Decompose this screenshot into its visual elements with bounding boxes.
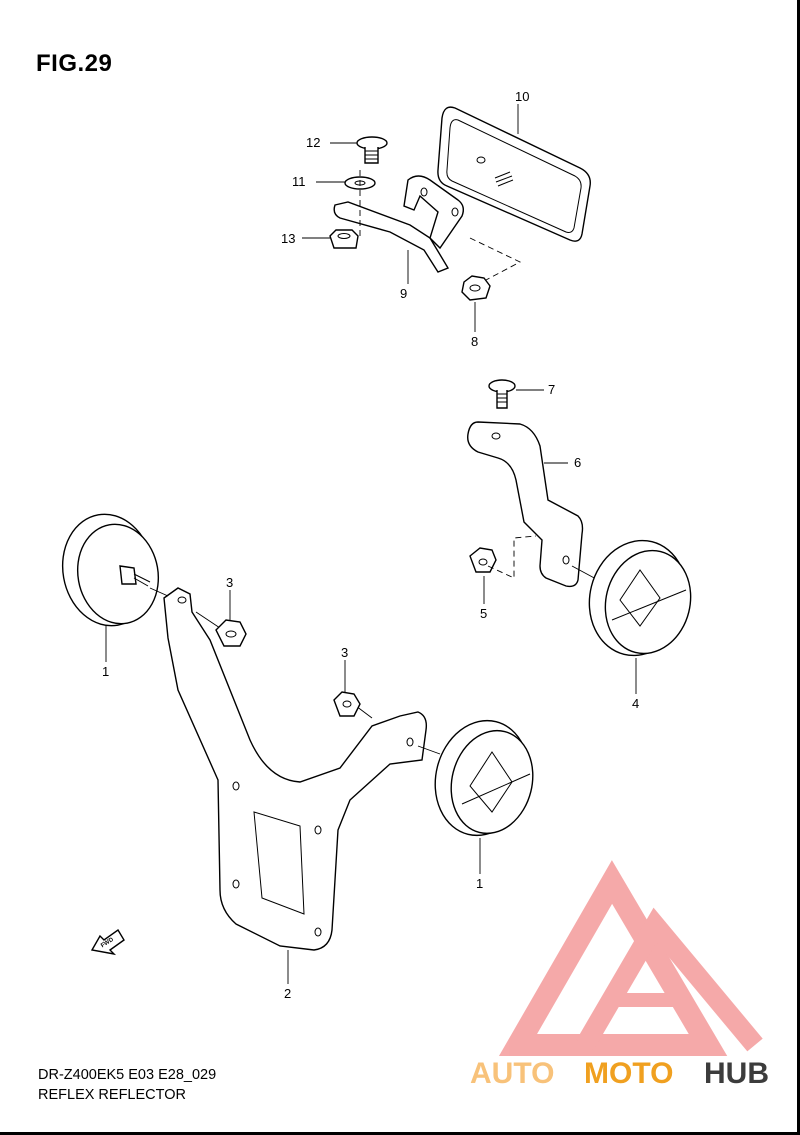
callout-7: 7 — [548, 382, 555, 397]
callout-4: 4 — [632, 696, 639, 711]
part-12-screw — [356, 136, 388, 164]
callout-13: 13 — [281, 231, 295, 246]
callout-6: 6 — [574, 455, 581, 470]
callout-8: 10 — [515, 89, 529, 104]
part-1-left-reflector — [61, 513, 160, 627]
right-reflector-group — [467, 379, 692, 657]
part-7-screw — [488, 379, 516, 409]
callout-1b: 1 — [476, 876, 483, 891]
left-reflector-group — [61, 513, 534, 951]
part-6-bracket — [467, 421, 584, 588]
part-1-right-reflector — [434, 719, 534, 837]
watermark-part1: AUTO — [470, 1057, 554, 1090]
part-9-nut — [461, 275, 491, 301]
watermark-part2: MOTO — [584, 1057, 673, 1090]
part-2-main-bracket — [163, 587, 428, 951]
part-3-nut-upper — [215, 619, 247, 647]
callout-3a: 3 — [226, 575, 233, 590]
part-4-reflector — [588, 539, 692, 657]
callout-10: 9 — [400, 286, 407, 301]
fwd-direction-arrow: FWD — [90, 928, 125, 956]
part-3-nut-lower — [333, 691, 361, 717]
figure-title: FIG.29 — [36, 50, 113, 77]
part-13-nut — [329, 229, 359, 249]
callout-5: 5 — [480, 606, 487, 621]
part-10-bracket — [333, 175, 465, 273]
callout-9: 8 — [471, 334, 478, 349]
callout-11: 11 — [292, 174, 306, 189]
callout-leaders — [105, 104, 637, 984]
section-name: REFLEX REFLECTOR — [38, 1087, 186, 1103]
callout-2: 2 — [284, 986, 291, 1001]
callout-12: 12 — [306, 135, 320, 150]
license-lamp-group — [329, 106, 591, 301]
part-5-nut — [469, 547, 497, 573]
watermark-logo — [498, 860, 763, 1056]
part-8-lens — [437, 106, 591, 242]
callout-1a: 1 — [102, 664, 109, 679]
callout-3b: 3 — [341, 645, 348, 660]
model-code: DR-Z400EK5 E03 E28_029 — [38, 1067, 217, 1083]
watermark-part3: HUB — [704, 1057, 769, 1090]
callout-numbers: 10 12 11 13 9 8 7 6 5 4 1 3 3 1 2 — [102, 89, 639, 1001]
watermark-wordmark: AUTO MOTO HUB — [470, 1057, 769, 1090]
